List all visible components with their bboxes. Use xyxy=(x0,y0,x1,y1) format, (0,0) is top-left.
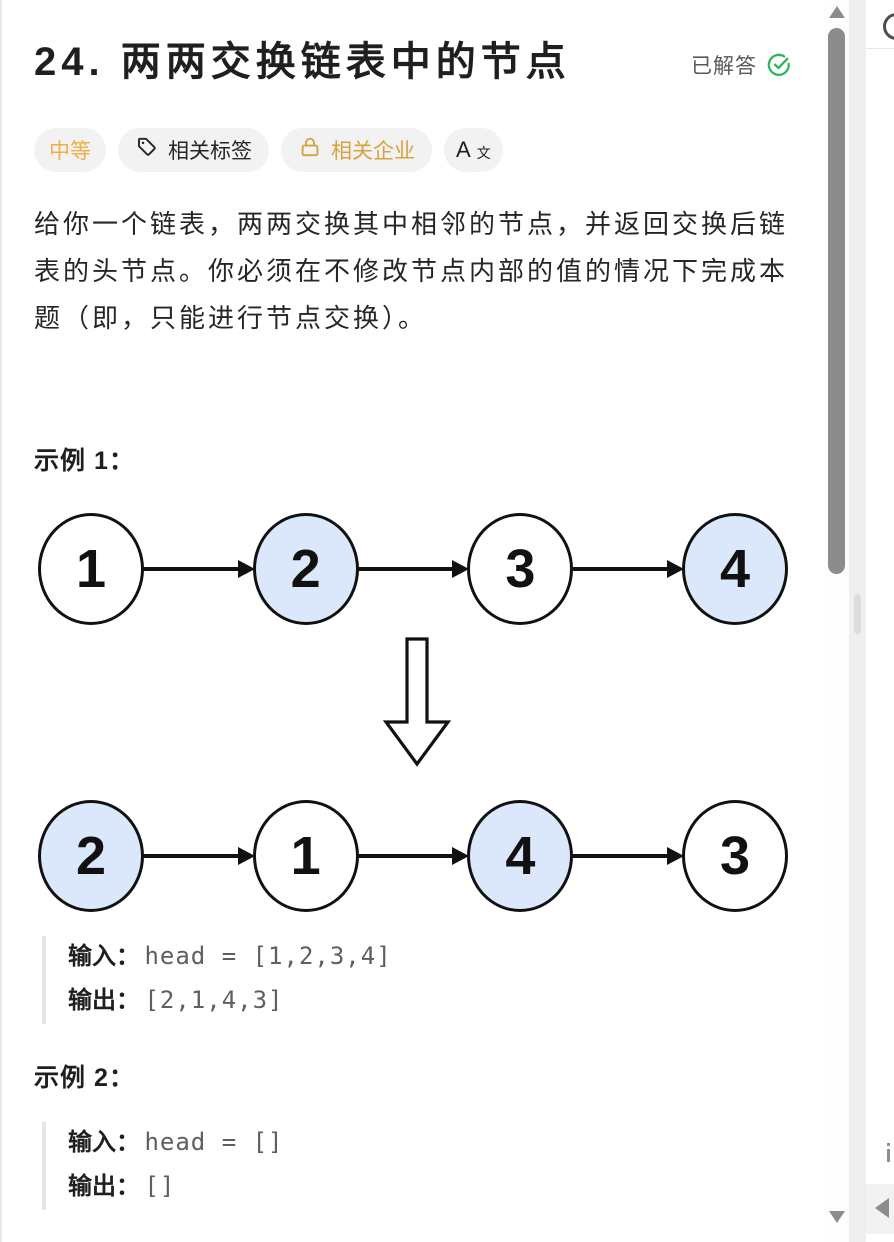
example-2-heading: 示例 2： xyxy=(34,1064,135,1092)
example-input-line: 输入： head = [] xyxy=(68,1122,762,1166)
panel-splitter[interactable] xyxy=(849,0,866,1242)
list-node: 1 xyxy=(38,512,144,625)
scroll-left-arrow[interactable] xyxy=(875,1198,889,1218)
difficulty-badge[interactable]: 中等 xyxy=(34,128,106,172)
list-node: 3 xyxy=(682,799,789,912)
output-value: [] xyxy=(144,1172,176,1200)
problem-header: 24. 两两交换链表中的节点 已解答 xyxy=(34,36,792,88)
example-output-line: 输出： [2,1,4,3] xyxy=(68,980,762,1024)
related-tags-label: 相关标签 xyxy=(168,140,252,163)
clipped-info-icon xyxy=(887,1143,890,1146)
transform-arrow-icon xyxy=(382,637,452,767)
list-node: 3 xyxy=(467,512,574,625)
example-output-line: 输出： [] xyxy=(68,1166,762,1210)
related-companies-button[interactable]: 相关企业 xyxy=(281,128,432,172)
solved-status-badge[interactable]: 已解答 xyxy=(691,50,792,88)
problem-description-panel: 24. 两两交换链表中的节点 已解答 中等 xyxy=(0,0,850,1242)
related-companies-label: 相关企业 xyxy=(331,140,415,163)
list-node: 4 xyxy=(682,512,789,625)
scrollbar-thumb[interactable] xyxy=(828,28,845,574)
scroll-up-arrow[interactable] xyxy=(829,6,845,18)
horizontal-scrollbar[interactable] xyxy=(866,1184,894,1234)
output-label: 输出： xyxy=(68,987,140,1014)
font-size-icon: A xyxy=(456,137,471,162)
input-label: 输入： xyxy=(68,1129,140,1156)
example-2-io-block: 输入： head = [] 输出： [] xyxy=(42,1122,762,1210)
next-pointer-arrow xyxy=(356,846,470,865)
list-node: 2 xyxy=(252,512,359,625)
list-node: 2 xyxy=(38,799,144,912)
scroll-down-arrow[interactable] xyxy=(829,1211,845,1223)
problem-content: 24. 两两交换链表中的节点 已解答 中等 xyxy=(2,0,824,1242)
related-tags-button[interactable]: 相关标签 xyxy=(118,128,269,172)
clipped-info-icon xyxy=(887,1149,890,1162)
next-pointer-arrow xyxy=(571,559,685,578)
example-input-line: 输入： head = [1,2,3,4] xyxy=(68,936,762,980)
vertical-scrollbar[interactable] xyxy=(824,0,850,1242)
input-label: 输入： xyxy=(68,943,140,970)
splitter-drag-handle[interactable] xyxy=(854,594,861,634)
output-label: 输出： xyxy=(68,1173,140,1200)
list-node: 4 xyxy=(467,799,574,912)
problem-statement: 给你一个链表，两两交换其中相邻的节点，并返回交换后链 表的头节点。你必须在不修改… xyxy=(34,209,789,333)
code-editor-panel-edge xyxy=(866,0,894,1242)
editor-panel-header xyxy=(866,0,894,49)
input-value: head = [] xyxy=(144,1128,284,1156)
check-circle-icon xyxy=(766,52,792,78)
next-pointer-arrow xyxy=(571,846,685,865)
example-1-io-block: 输入： head = [1,2,3,4] 输出： [2,1,4,3] xyxy=(42,936,762,1024)
next-pointer-arrow xyxy=(142,559,255,578)
next-pointer-arrow xyxy=(356,559,470,578)
input-value: head = [1,2,3,4] xyxy=(144,942,392,970)
output-value: [2,1,4,3] xyxy=(144,986,284,1014)
list-node: 1 xyxy=(252,799,359,912)
example-1-heading: 示例 1： xyxy=(34,447,135,475)
solved-status-label: 已解答 xyxy=(691,55,757,78)
lock-icon xyxy=(298,135,322,165)
next-pointer-arrow xyxy=(142,846,255,865)
problem-title: 24. 两两交换链表中的节点 xyxy=(34,40,571,84)
difficulty-label: 中等 xyxy=(49,140,91,163)
tag-icon xyxy=(135,135,159,165)
font-size-button[interactable]: A 文 xyxy=(444,128,503,172)
badge-row: 中等 相关标签 xyxy=(34,128,503,172)
